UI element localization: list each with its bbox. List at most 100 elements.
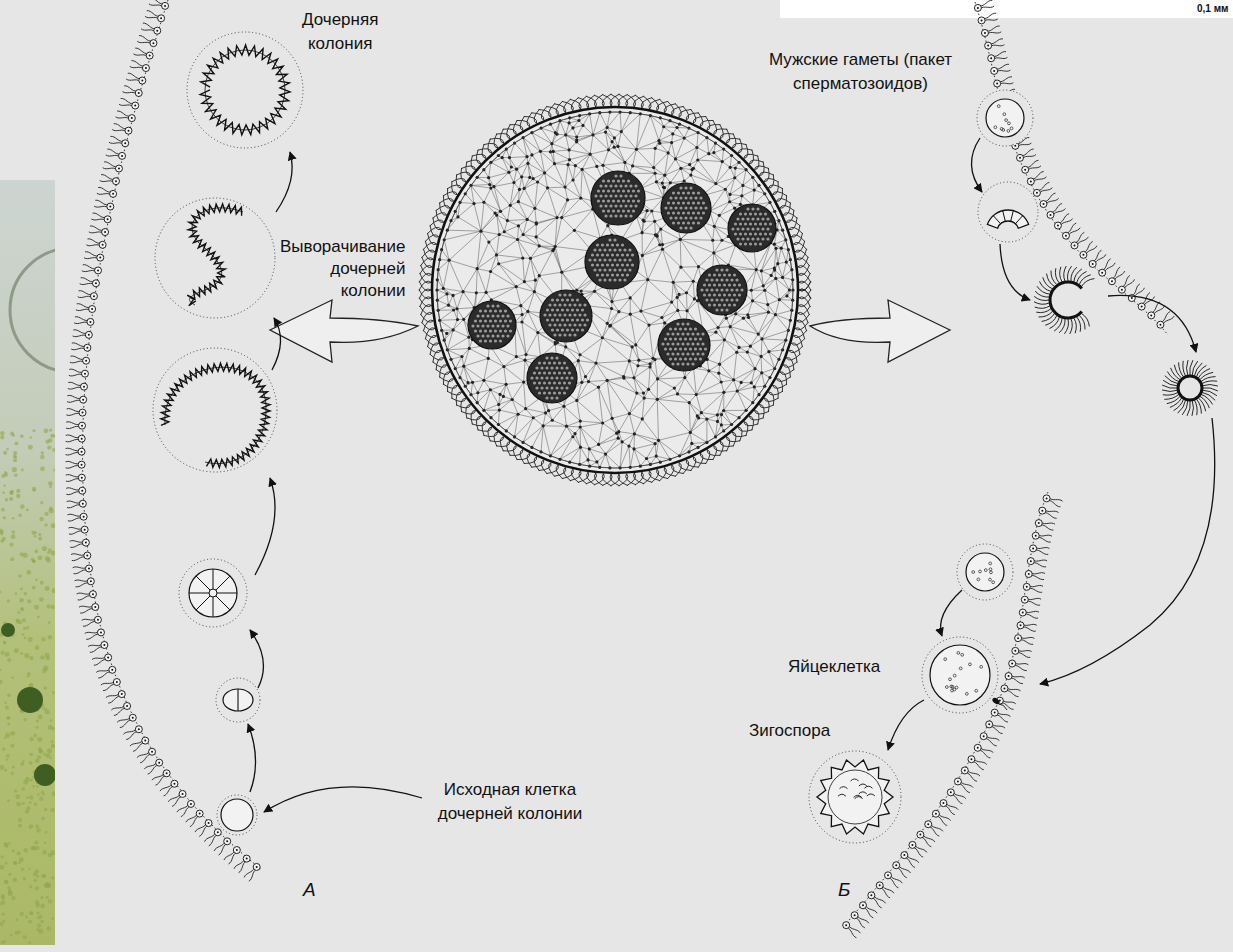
volvox-colony — [535, 222, 538, 225]
daughter-colony — [699, 347, 702, 350]
colony-wall — [77, 593, 91, 594]
cilia — [789, 227, 803, 233]
cilia — [484, 432, 498, 437]
cilia — [452, 398, 467, 401]
volvox-colony — [643, 396, 646, 399]
daughter-colony — [506, 334, 509, 337]
cilia — [672, 106, 684, 115]
daughter-colony — [671, 332, 674, 335]
photo-strip — [48, 481, 53, 486]
volvox-colony — [591, 133, 594, 136]
daughter-colony — [543, 371, 546, 374]
volvox-colony — [634, 343, 637, 346]
cilia — [618, 94, 628, 106]
daughter-colony — [741, 237, 744, 240]
photo-strip — [2, 491, 5, 494]
photo-strip — [40, 466, 45, 471]
daughter-colony — [728, 273, 731, 276]
daughter-colony — [506, 324, 509, 327]
daughter-colony — [735, 278, 738, 281]
volvox-colony — [498, 408, 501, 411]
daughter-colony — [556, 318, 559, 321]
daughter-colony — [496, 314, 499, 317]
colony-wall — [68, 387, 82, 389]
daughter-colony — [746, 237, 749, 240]
photo-strip — [24, 718, 27, 721]
volvox-colony — [683, 376, 686, 379]
photo-strip — [3, 451, 7, 455]
daughter-colony — [551, 308, 554, 311]
volvox-colony — [560, 216, 563, 219]
volvox-colony — [613, 136, 616, 139]
daughter-colony — [553, 313, 556, 316]
photo-strip — [7, 723, 10, 726]
colony-wall — [75, 580, 89, 581]
colony-wall — [84, 344, 91, 351]
daughter-colony — [697, 191, 700, 194]
cilia — [478, 427, 492, 432]
volvox-colony — [677, 293, 680, 296]
colony-wall — [96, 669, 110, 672]
daughter-colony — [604, 194, 607, 197]
daughter-colony — [619, 184, 622, 187]
daughter-colony — [609, 194, 612, 197]
cilia — [534, 109, 539, 123]
cilia — [675, 103, 681, 117]
daughter-colony — [692, 201, 695, 204]
volvox-colony — [689, 431, 692, 434]
volvox-colony — [517, 200, 520, 203]
photo-strip — [44, 523, 47, 526]
daughter-colony — [674, 347, 677, 350]
daughter-colony — [736, 227, 739, 230]
daughter-colony — [681, 322, 684, 325]
daughter-colony — [603, 248, 606, 251]
volvox-colony — [781, 276, 784, 279]
volvox-colony — [586, 458, 589, 461]
daughter-colony — [553, 323, 556, 326]
colony-wall — [150, 40, 157, 47]
daughter-colony — [608, 278, 611, 281]
cilia — [780, 206, 794, 211]
daughter-colony — [679, 327, 682, 330]
photo-strip — [18, 862, 21, 865]
volvox-colony — [503, 230, 506, 233]
daughter-colony — [669, 196, 672, 199]
colony-wall — [79, 291, 93, 295]
daughter-colony — [669, 216, 672, 219]
colony-wall — [92, 603, 99, 610]
volvox-colony — [785, 294, 788, 297]
daughter-colony — [593, 268, 596, 271]
volvox-colony — [547, 409, 550, 412]
daughter-colony — [550, 396, 553, 399]
volvox-colony — [445, 292, 448, 295]
volvox-colony — [499, 210, 502, 213]
colony-wall — [91, 308, 93, 310]
colony-wall — [149, 55, 151, 57]
daughter-colony — [586, 318, 589, 321]
daughter-colony — [581, 318, 584, 321]
daughter-colony — [621, 263, 624, 266]
daughter-colony — [548, 313, 551, 316]
colony-wall — [100, 631, 102, 633]
cilia — [651, 97, 658, 110]
colony-wall — [83, 621, 96, 626]
daughter-colony — [681, 332, 684, 335]
daughter-colony — [597, 189, 600, 192]
photo-strip — [22, 760, 24, 762]
cilia — [610, 94, 619, 106]
daughter-colony — [697, 265, 747, 315]
photo-strip — [18, 824, 22, 828]
volvox-colony — [663, 174, 666, 177]
daughter-colony — [676, 362, 679, 365]
cilia — [768, 185, 783, 189]
volvox-colony — [487, 240, 490, 243]
daughter-colony — [499, 329, 502, 332]
volvox-colony — [498, 393, 501, 396]
daughter-colony — [561, 328, 564, 331]
volvox-colony — [604, 452, 607, 455]
colony-wall — [72, 557, 86, 561]
daughter-colony — [720, 298, 723, 301]
cilia — [425, 338, 439, 345]
colony-wall — [97, 269, 99, 271]
photo-strip — [6, 448, 9, 451]
